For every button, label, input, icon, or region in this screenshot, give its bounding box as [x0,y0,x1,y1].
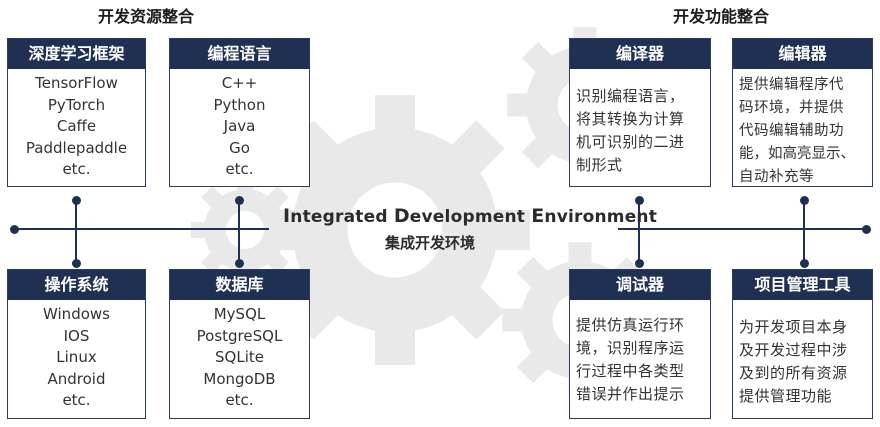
databases-box-title: 数据库 [170,270,309,300]
project-tool-box-title: 项目管理工具 [733,270,872,300]
list-item: PyTorch [47,95,106,114]
list-item: Caffe [56,117,97,135]
list-item: etc. [225,391,254,409]
editor-box: 编辑器 提供编辑程序代 码环境，并提供 代码编辑辅助功 能，如高亮显示、 自动补… [732,38,873,187]
description-line: 机可识别的二进 [576,133,685,151]
right-horizontal-connector [618,228,868,230]
description-line: 码环境，并提供 [739,100,844,116]
project-tool-description: 为开发项目本身 及开发过程中涉 及到的所有资源 提供管理功能 [733,300,872,408]
center-title: Integrated Development Environment [283,205,657,227]
connector-dot [72,259,81,268]
languages-box: 编程语言 C++ Python Java Go etc. [169,38,310,187]
list-item: Go [229,138,250,157]
list-item: MySQL [213,305,266,323]
languages-list: C++ Python Java Go etc. [170,69,309,181]
list-item: SQLite [215,348,264,366]
description-line: 境，识别程序运 [576,339,685,357]
debugger-description: 提供仿真运行环 境，识别程序运 行过程中各类型 错误并作出提示 [570,300,710,406]
left-gear-icon [191,176,299,284]
list-item: Paddlepaddle [25,138,128,157]
databases-list: MySQL PostgreSQL SQLite MongoDB etc. [170,300,309,412]
description-line: 行过程中各类型 [576,362,685,380]
description-line: 为开发项目本身 [739,318,848,336]
connector-dot [800,259,809,268]
description-line: 自动补充等 [739,169,814,185]
list-item: TensorFlow [35,74,118,92]
list-item: Python [213,95,266,114]
os-box-title: 操作系统 [8,270,145,300]
description-line: 代码编辑辅助功 [739,123,844,139]
list-item: etc. [225,160,254,178]
list-item: Java [223,117,256,135]
frameworks-list: TensorFlow PyTorch Caffe Paddlepaddle et… [8,69,145,181]
databases-box: 数据库 MySQL PostgreSQL SQLite MongoDB etc. [169,269,310,419]
center-title-cap: I [283,205,291,227]
description-line: 及开发过程中涉 [739,341,848,359]
center-title-rest: nvironment [544,207,658,227]
compiler-box-title: 编译器 [570,39,710,69]
list-item: C++ [221,74,258,92]
left-horizontal-connector [14,228,269,230]
debugger-box: 调试器 提供仿真运行环 境，识别程序运 行过程中各类型 错误并作出提示 [569,269,711,419]
description-line: 将其转换为计算 [576,110,685,128]
connector-dot [10,225,19,234]
connector-dot [635,196,644,205]
connector-compiler-debugger [638,200,640,264]
description-line: 制形式 [576,156,623,174]
connector-dot [800,196,809,205]
description-line: 提供仿真运行环 [576,316,685,334]
connector-dot [235,259,244,268]
compiler-description: 识别编程语言， 将其转换为计算 机可识别的二进 制形式 [570,69,710,177]
editor-description: 提供编辑程序代 码环境，并提供 代码编辑辅助功 能，如高亮显示、 自动补充等 [733,69,872,189]
list-item: etc. [62,160,91,178]
center-subtitle: 集成开发环境 [385,234,476,252]
description-line: 提供编辑程序代 [739,77,844,93]
languages-box-title: 编程语言 [170,39,309,69]
project-tool-box: 项目管理工具 为开发项目本身 及开发过程中涉 及到的所有资源 提供管理功能 [732,269,873,419]
description-line: 识别编程语言， [576,87,685,105]
os-list: Windows IOS Linux Android etc. [8,300,145,412]
center-title-cap: E [531,205,545,227]
right-section-title: 开发功能整合 [673,7,770,26]
description-line: 及到的所有资源 [739,364,848,382]
description-line: 提供管理功能 [739,387,833,405]
list-item: Windows [43,305,110,323]
description-line: 能，如高亮显示、 [739,146,855,162]
connector-languages-databases [238,200,240,264]
connector-dot [635,259,644,268]
compiler-box: 编译器 识别编程语言， 将其转换为计算 机可识别的二进 制形式 [569,38,711,187]
center-title-cap: D [393,205,410,227]
editor-box-title: 编辑器 [733,39,872,69]
connector-editor-project [803,200,805,264]
debugger-box-title: 调试器 [570,270,710,300]
connector-dot [72,196,81,205]
os-box: 操作系统 Windows IOS Linux Android etc. [7,269,146,419]
connector-frameworks-os [75,200,77,264]
left-section-title: 开发资源整合 [98,7,195,26]
center-title-rest: evelopment [409,207,532,227]
connector-dot [235,196,244,205]
list-item: etc. [62,391,91,409]
list-item: PostgreSQL [196,326,283,345]
connector-dot [862,225,871,234]
list-item: Android [47,369,106,388]
frameworks-box: 深度学习框架 TensorFlow PyTorch Caffe Paddlepa… [7,38,146,187]
list-item: IOS [63,326,90,345]
list-item: MongoDB [203,369,276,388]
list-item: Linux [56,348,97,366]
center-title-rest: ntegrated [290,207,394,227]
description-line: 错误并作出提示 [576,385,685,403]
frameworks-box-title: 深度学习框架 [8,39,145,69]
